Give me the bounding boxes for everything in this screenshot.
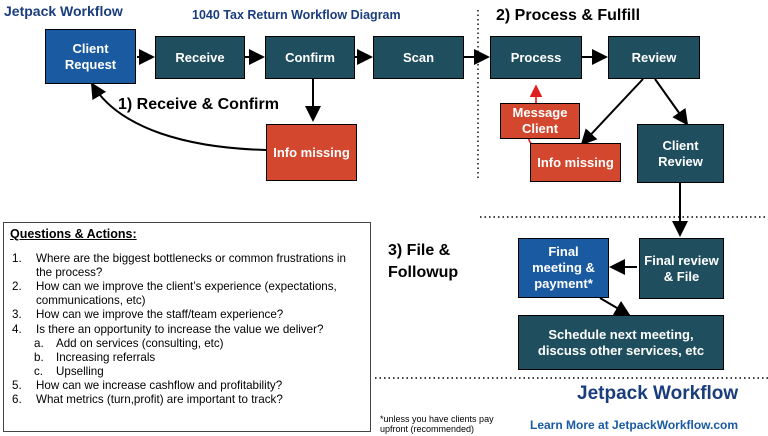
question-subtext: Add on services (consulting, etc) — [56, 336, 224, 350]
node-client-request: Client Request — [45, 29, 136, 84]
question-number: 4. — [12, 322, 22, 336]
node-confirm: Confirm — [265, 36, 355, 79]
node-client-review: Client Review — [637, 124, 724, 183]
question-item: 1. Where are the biggest bottlenecks or c… — [10, 252, 364, 280]
learn-more-link[interactable]: Learn More at JetpackWorkflow.com — [530, 418, 739, 432]
question-subitem: c. Upselling — [10, 365, 364, 379]
section-receive-confirm: 1) Receive & Confirm — [118, 96, 279, 113]
question-item: 5. How can we increase cashflow and prof… — [10, 379, 364, 393]
node-final-meeting-payment: Final meeting & payment* — [518, 238, 609, 298]
question-subtext: Increasing referrals — [56, 350, 156, 364]
question-text: How can we improve the client’s experien… — [36, 280, 337, 308]
logo-footer: Jetpack Workflow — [577, 383, 738, 405]
questions-heading: Questions & Actions: — [10, 227, 137, 241]
node-review: Review — [608, 36, 700, 79]
question-item: 2. How can we improve the client’s experi… — [10, 280, 364, 308]
question-number: 2. — [12, 280, 22, 294]
logo-footer-text: Jetpack Workflow — [577, 383, 739, 404]
question-subnumber: b. — [34, 350, 44, 364]
node-info-missing-2: Info missing — [530, 143, 621, 182]
question-item: 3. How can we improve the staff/team expe… — [10, 308, 364, 322]
question-number: 5. — [12, 378, 22, 392]
node-schedule-next: Schedule next meeting, discuss other ser… — [518, 315, 724, 370]
footnote: *unless you have clients pay upfront (re… — [380, 414, 494, 434]
arrow-review-clientreview — [654, 78, 689, 126]
arrow-finalmeeting-schedule — [599, 297, 631, 317]
question-text: Where are the biggest bottlenecks or com… — [36, 252, 346, 280]
question-subitem: b. Increasing referrals — [10, 351, 364, 365]
arrow-infomissing-request — [90, 82, 267, 151]
question-number: 1. — [12, 252, 22, 266]
node-process: Process — [490, 36, 582, 79]
diagram-title: 1040 Tax Return Workflow Diagram — [192, 8, 401, 22]
section-file-followup: 3) File & Followup — [388, 240, 458, 284]
question-subnumber: c. — [34, 364, 44, 378]
question-subnumber: a. — [34, 336, 44, 350]
question-text: Is there an opportunity to increase the … — [36, 322, 324, 336]
questions-panel: Questions & Actions: 1. Where are the big… — [3, 222, 371, 432]
arrow-review-infomissing2 — [580, 78, 644, 146]
section-process-fulfill: 2) Process & Fulfill — [496, 7, 641, 24]
node-info-missing-1: Info missing — [266, 124, 357, 181]
node-message-client: Message Client — [500, 103, 580, 139]
logo-text: Jetpack Workflow — [4, 3, 123, 19]
question-number: 6. — [12, 393, 22, 407]
section-file-followup-line1: 3) File & — [388, 242, 451, 259]
logo-top-left: Jetpack Workflow — [4, 3, 123, 19]
node-receive: Receive — [155, 36, 245, 79]
question-subitem: a. Add on services (consulting, etc) — [10, 337, 364, 351]
question-text: How can we improve the staff/team experi… — [36, 308, 284, 322]
question-item: 6. What metrics (turn,profit) are importa… — [10, 393, 364, 407]
question-number: 3. — [12, 308, 22, 322]
section-file-followup-line2: Followup — [388, 264, 459, 281]
node-final-review-file: Final review & File — [639, 238, 724, 299]
question-text: How can we increase cashflow and profita… — [36, 378, 283, 392]
node-scan: Scan — [373, 36, 464, 79]
question-subtext: Upselling — [56, 364, 104, 378]
question-text: What metrics (turn,profit) are important… — [36, 393, 283, 407]
question-item: 4. Is there an opportunity to increase th… — [10, 323, 364, 337]
